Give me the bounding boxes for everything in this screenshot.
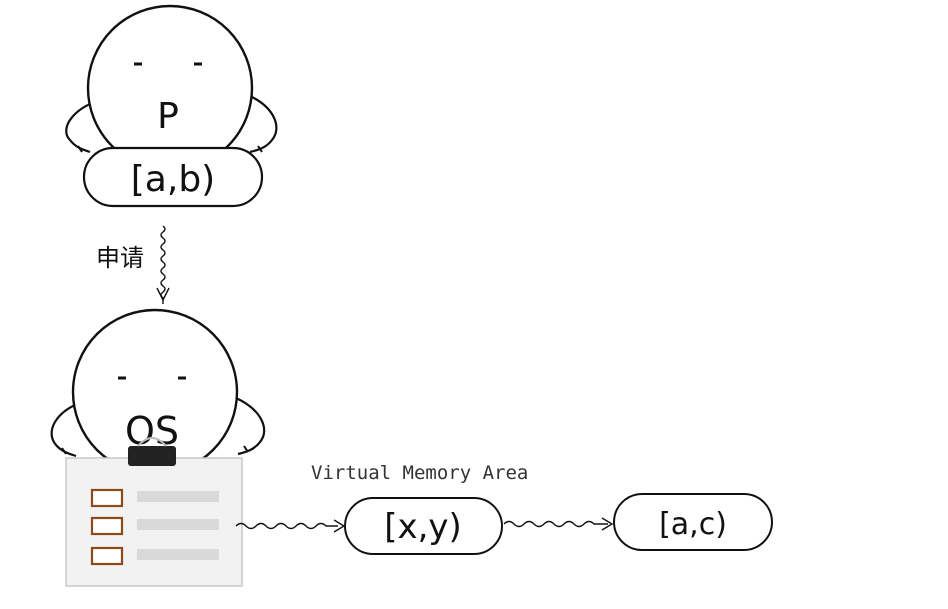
clipboard-clip [128,446,176,466]
process-range-box [82,146,264,208]
os-right-arm [235,397,266,456]
vma-node-1 [344,497,503,555]
list-line-3 [137,549,219,560]
vma-arrow-2 [503,520,608,528]
vma-title: Virtual Memory Area [311,462,528,484]
vma-arrow-1 [235,522,338,530]
process-head [86,4,254,172]
checkbox-3 [90,546,124,566]
vma-chain: Virtual Memory Area [x,y) [a,c) [235,462,773,555]
request-wavy-line [160,225,166,304]
list-line-2 [137,519,219,530]
process-right-arm [249,95,278,154]
checkbox-2 [90,516,124,536]
list-line-1 [137,491,219,502]
vma-node-2-label: [a,c) [659,507,727,542]
process-range-label: [a,b) [131,159,215,200]
os-left-arm [50,400,83,458]
vma-node-1-label: [x,y) [384,507,462,547]
process-face-label: P [157,96,179,137]
request-arrow: 申请 [96,225,170,304]
checkbox-1 [90,488,124,508]
request-arrowhead [156,287,170,302]
vma-node-2 [613,493,773,551]
clipboard [65,437,243,587]
request-label: 申请 [96,244,144,272]
os-character: OS [50,308,266,587]
os-face-label: OS [125,409,179,453]
process-character: P [a,b) [65,4,278,208]
process-left-arm [65,98,101,154]
